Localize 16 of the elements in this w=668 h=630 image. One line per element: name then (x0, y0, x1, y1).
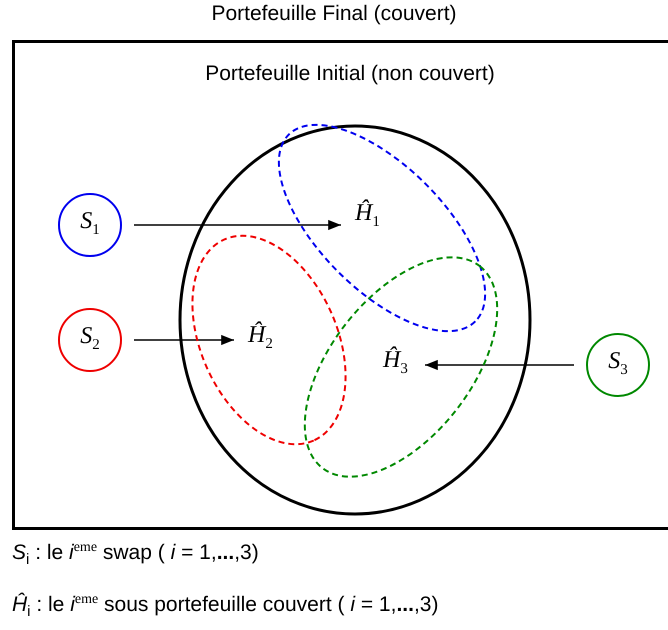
swap-circle (586, 333, 650, 397)
legend-note: S$_{i}$ : le i$^{eme}$ swap ( i = 1,...,3) (12, 540, 259, 568)
swap-label: S$_{3}$ (608, 348, 628, 379)
legend-note: Ĥ$_{i}$ : le i$^{eme}$ sous portefeuille couvert ( i = 1,...,3) (12, 592, 438, 620)
subportfolio-label: Ĥ$_{1}$ (355, 200, 380, 231)
swap-label: S$_{1}$ (80, 208, 100, 239)
arrow (425, 360, 574, 370)
swap-circle (58, 308, 122, 372)
subportfolio-label: Ĥ$_{2}$ (248, 322, 273, 353)
frame-title: Portefeuille Final (couvert) (210, 2, 458, 26)
portfolio-title: Portefeuille Initial (non couvert) (204, 62, 496, 86)
arrow (134, 220, 341, 230)
arrow (134, 334, 234, 346)
swap-circle (58, 193, 122, 257)
subportfolio-label: Ĥ$_{3}$ (383, 347, 408, 378)
swap-label: S$_{2}$ (80, 323, 100, 354)
